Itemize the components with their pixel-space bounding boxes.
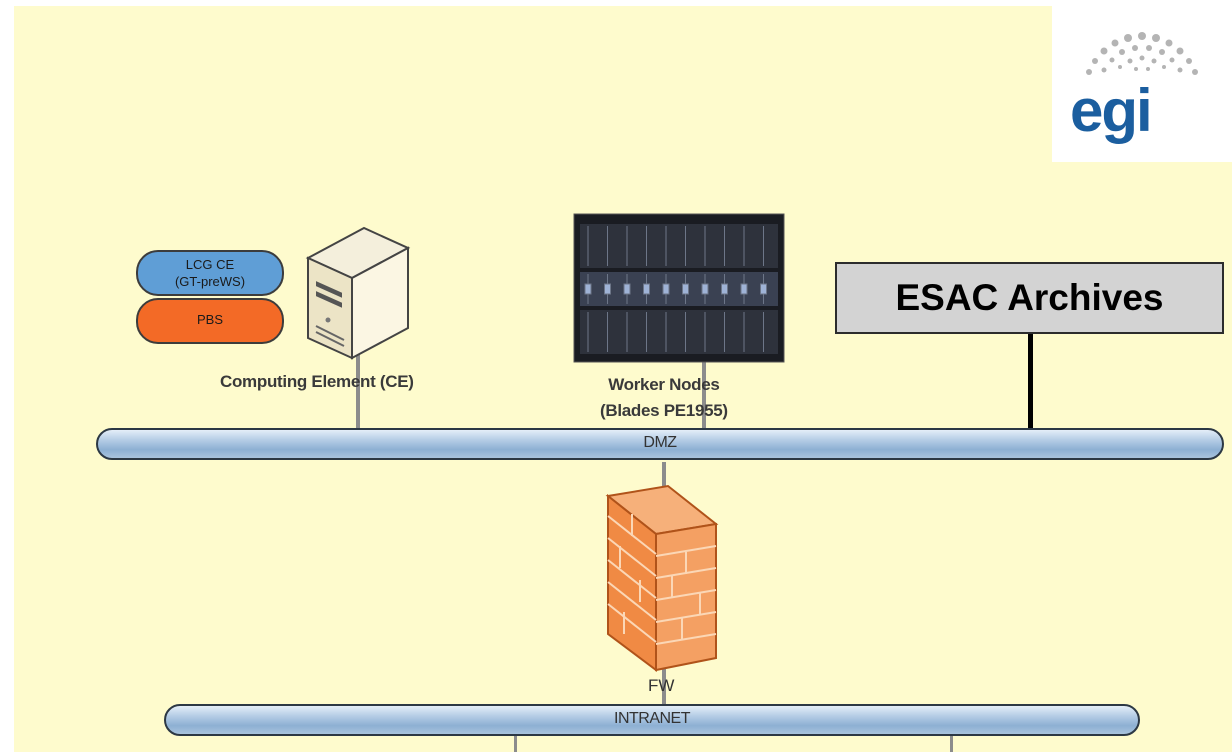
logo-dots-icon xyxy=(1086,32,1198,75)
intranet-drop-line-right xyxy=(950,736,953,752)
pbs-pill: PBS xyxy=(136,298,284,344)
blade-indicator xyxy=(760,283,767,295)
dmz-bus: DMZ xyxy=(96,428,1224,460)
intranet-bus: INTRANET xyxy=(164,704,1140,736)
intranet-drop-line-left xyxy=(514,736,517,752)
blade-indicator xyxy=(740,283,748,295)
blade-indicator xyxy=(701,283,709,295)
worker-nodes-line2: (Blades PE1955) xyxy=(600,401,728,420)
ce-connector-line xyxy=(356,336,360,432)
egi-logo: egi xyxy=(1052,6,1232,162)
esac-archives-box: ESAC Archives xyxy=(835,262,1224,334)
blade-indicator xyxy=(721,283,728,295)
firewall-icon xyxy=(605,484,719,672)
firewall-lower-connector-line xyxy=(662,664,666,706)
firewall-upper-connector-line xyxy=(662,462,666,506)
computing-element-label: Computing Element (CE) xyxy=(220,372,414,391)
esac-archives-label: ESAC Archives xyxy=(895,277,1164,318)
blade-rack-icon xyxy=(573,213,785,363)
logo-text: egi xyxy=(1070,77,1153,144)
esac-connector-line xyxy=(1028,334,1033,428)
worker-nodes-label: Worker Nodes (Blades PE1955) xyxy=(600,372,728,424)
worker-nodes-line1: Worker Nodes xyxy=(608,375,720,394)
blade-indicator xyxy=(662,283,670,295)
firewall-label: FW xyxy=(648,676,675,695)
blade-indicator xyxy=(584,283,592,295)
pbs-label: PBS xyxy=(196,312,223,327)
intranet-label: INTRANET xyxy=(614,710,691,727)
worker-nodes-connector-line xyxy=(702,356,706,432)
blade-indicator xyxy=(623,283,631,295)
lcg-ce-line1: LCG CE xyxy=(185,257,235,272)
server-tower-icon xyxy=(305,226,411,360)
lcg-ce-pill: LCG CE (GT-preWS) xyxy=(136,250,284,296)
blade-indicator xyxy=(604,283,611,295)
blade-indicator xyxy=(643,283,650,295)
lcg-ce-line2: (GT-preWS) xyxy=(174,274,246,289)
blade-indicator xyxy=(682,283,689,295)
dmz-label: DMZ xyxy=(643,434,677,451)
